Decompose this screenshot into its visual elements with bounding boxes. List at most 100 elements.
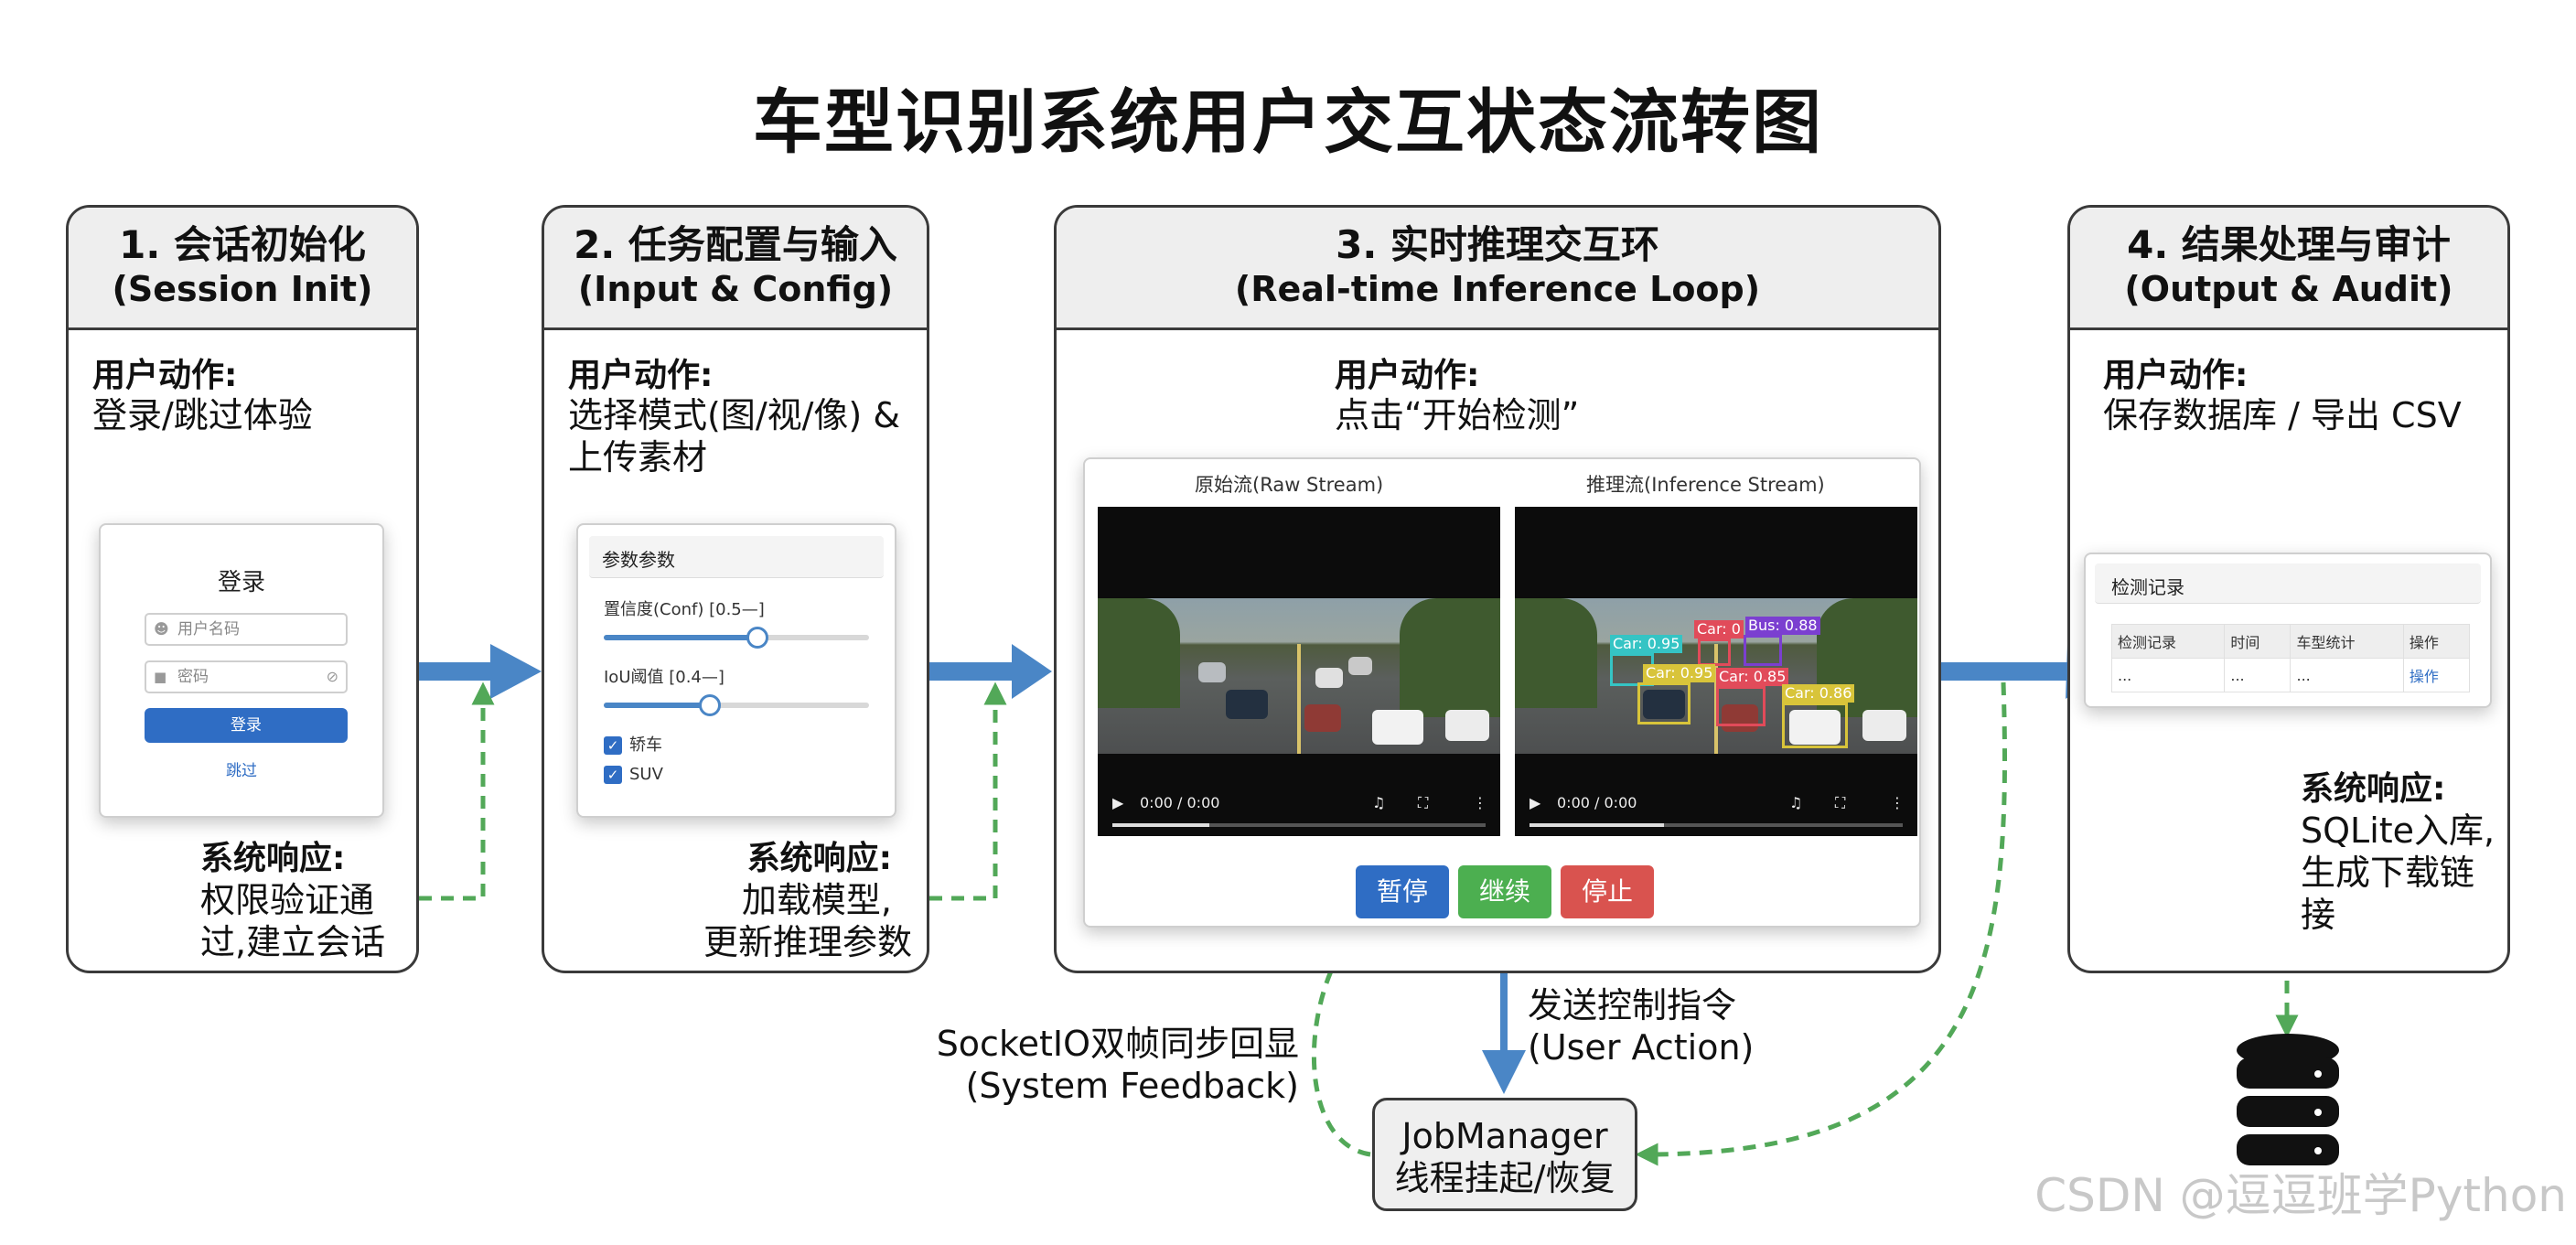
raw-stream-label: 原始流(Raw Stream) — [1195, 474, 1384, 496]
stage-1-subtitle: (Session Init) — [112, 269, 373, 309]
job-manager-line1: JobManager — [1401, 1116, 1608, 1156]
stage-1-user-action-label: 用户动作: — [92, 357, 238, 394]
stage-3-title: 3. 实时推理交互环 — [1336, 222, 1659, 267]
detection-label: Car: 0.95 — [1610, 635, 1683, 653]
col-header: 检测记录 — [2110, 624, 2226, 659]
inference-video-progress[interactable] — [1530, 823, 1903, 827]
stage-1-title: 1. 会话初始化 — [119, 222, 366, 267]
username-placeholder: 用户名码 — [177, 620, 240, 639]
stage-3-header: 3. 实时推理交互环 (Real-time Inference Loop) — [1057, 208, 1938, 330]
param-card: 参数参数 置信度(Conf) [0.5—] IoU阈值 [0.4—] ✓轿车 ✓… — [576, 523, 896, 818]
col-header: 车型统计 — [2290, 624, 2404, 659]
detection-box — [1698, 639, 1731, 666]
detection-box — [1744, 635, 1782, 666]
skip-link[interactable]: 跳过 — [226, 762, 257, 780]
check-icon: ✓ — [604, 736, 622, 755]
volume-icon[interactable]: ♫ — [1372, 794, 1386, 811]
play-icon[interactable]: ▶ — [1530, 794, 1541, 811]
stage-4-user-action-label: 用户动作: — [2103, 357, 2249, 394]
stage-1-header: 1. 会话初始化 (Session Init) — [69, 208, 416, 330]
stage-1-system-response-line2: 过,建立会话 — [200, 922, 386, 962]
iou-label: IoU阈值 [0.4—] — [604, 668, 724, 687]
conf-slider-handle[interactable] — [746, 627, 769, 649]
pause-button[interactable]: 暂停 — [1356, 865, 1449, 918]
detection-box — [1637, 682, 1690, 724]
password-placeholder: 密码 — [177, 668, 209, 686]
play-icon[interactable]: ▶ — [1112, 794, 1124, 811]
iou-slider-handle[interactable] — [699, 694, 721, 716]
feedback-label-line1: SocketIO双帧同步回显 — [936, 1024, 1299, 1064]
stage-2-title: 2. 任务配置与输入 — [574, 222, 897, 267]
control-label: 发送控制指令 (User Action) — [1528, 984, 1754, 1068]
stage-4-system-response-line1: SQLite入库, — [2301, 810, 2496, 851]
col-header: 时间 — [2224, 624, 2292, 659]
detection-label: Car: 0.86 — [1782, 684, 1855, 703]
records-header-row: 检测记录 时间 车型统计 操作 — [2110, 624, 2471, 659]
conf-slider[interactable] — [604, 627, 869, 649]
raw-video-progress[interactable] — [1112, 823, 1486, 827]
checkbox-suv[interactable]: ✓ SUV — [604, 765, 663, 784]
stage-4-user-action: 保存数据库 / 导出 CSV — [2103, 395, 2462, 435]
feedback-s4-to-job — [1635, 682, 2007, 1166]
stage-3-user-action-label: 用户动作: — [1335, 357, 1480, 394]
stage-2-system-response-line1: 加载模型, — [741, 880, 892, 920]
feedback-label: SocketIO双帧同步回显 (System Feedback) — [915, 1023, 1299, 1107]
detection-box — [1716, 686, 1766, 726]
lock-icon: ■ — [154, 669, 167, 685]
detection-box — [1782, 703, 1848, 748]
eye-off-icon[interactable]: ⊘ — [326, 668, 338, 685]
inference-video[interactable]: Car: 0.95 Car: 0 Bus: 0.88 Car: 0.95 Car… — [1515, 507, 1917, 836]
username-input[interactable]: ☻ 用户名码 — [145, 613, 348, 646]
password-input[interactable]: ■ 密码 ⊘ — [145, 660, 348, 693]
table-cell: ... — [2290, 658, 2404, 692]
stage-2-user-action-line2: 上传素材 — [568, 437, 708, 478]
job-manager-box: JobManager 线程挂起/恢复 — [1372, 1098, 1637, 1211]
feedback-s2 — [929, 682, 1007, 901]
stage-2-header: 2. 任务配置与输入 (Input & Config) — [544, 208, 927, 330]
stage-2-user-action-label: 用户动作: — [568, 357, 714, 394]
fullscreen-icon[interactable]: ⛶ — [1835, 794, 1846, 811]
iou-slider[interactable] — [604, 694, 869, 716]
feedback-label-line2: (System Feedback) — [965, 1066, 1299, 1106]
checkbox-suv-label: SUV — [629, 765, 663, 784]
inference-video-time: 0:00 / 0:00 — [1557, 794, 1637, 811]
feedback-s1 — [419, 682, 495, 901]
stage-2-system-response-line2: 更新推理参数 — [703, 922, 912, 962]
volume-icon[interactable]: ♫ — [1789, 794, 1803, 811]
check-icon: ✓ — [604, 766, 622, 784]
user-icon: ☻ — [154, 620, 169, 638]
stage-4-system-response-line2: 生成下载链接 — [2301, 853, 2475, 935]
records-card-title: 检测记录 — [2111, 576, 2184, 598]
more-icon[interactable]: ⋮ — [1473, 794, 1487, 811]
login-button[interactable]: 登录 — [145, 708, 348, 743]
stage-3-user-action: 点击“开始检测” — [1335, 395, 1580, 435]
stage-1-system-response-line1: 权限验证通 — [200, 880, 375, 920]
flow-arrow-2-3 — [929, 644, 1052, 699]
inference-stream-label: 推理流(Inference Stream) — [1586, 474, 1825, 496]
col-header: 操作 — [2402, 624, 2471, 659]
login-card: 登录 ☻ 用户名码 ■ 密码 ⊘ 登录 跳过 — [99, 523, 384, 818]
stage-4-system-response-label: 系统响应: — [2301, 770, 2446, 808]
stage-2-subtitle: (Input & Config) — [577, 269, 894, 309]
stage-2-system-response-label: 系统响应: — [746, 840, 892, 877]
conf-label: 置信度(Conf) [0.5—] — [604, 600, 765, 619]
control-label-line2: (User Action) — [1528, 1027, 1755, 1068]
raw-video[interactable]: ▶ 0:00 / 0:00 ♫ ⛶ ⋮ — [1098, 507, 1500, 836]
records-table: 检测记录 时间 车型统计 操作 ... ... ... 操作 — [2110, 624, 2471, 692]
login-title: 登录 — [217, 569, 265, 596]
table-cell: ... — [2224, 658, 2292, 692]
param-card-title: 参数参数 — [602, 549, 675, 571]
action-link[interactable]: 操作 — [2402, 658, 2471, 692]
stage-1-user-action: 登录/跳过体验 — [92, 395, 313, 435]
resume-button[interactable]: 继续 — [1458, 865, 1551, 918]
fullscreen-icon[interactable]: ⛶ — [1418, 794, 1429, 811]
records-card: 检测记录 检测记录 时间 车型统计 操作 ... ... ... 操作 — [2084, 553, 2492, 708]
checkbox-sedan[interactable]: ✓轿车 — [604, 732, 662, 756]
csdn-watermark: CSDN @逗逗班学Python — [2034, 1169, 2567, 1222]
table-cell: ... — [2110, 658, 2226, 692]
more-icon[interactable]: ⋮ — [1890, 794, 1905, 811]
control-label-line1: 发送控制指令 — [1528, 985, 1737, 1025]
flow-arrow-1-2 — [417, 644, 542, 699]
stop-button[interactable]: 停止 — [1561, 865, 1654, 918]
raw-video-controls: ▶ 0:00 / 0:00 ♫ ⛶ ⋮ — [1098, 781, 1500, 836]
